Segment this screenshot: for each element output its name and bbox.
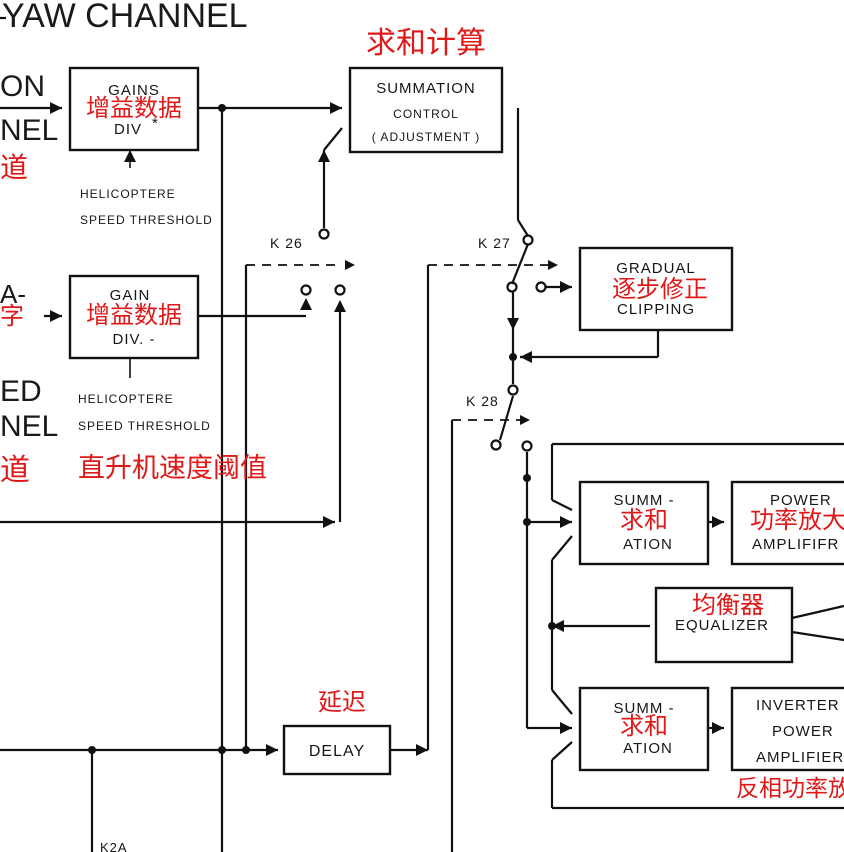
block-delay: DELAY 延迟 <box>282 688 392 776</box>
threshold-notes: HELICOPTERE SPEED THRESHOLD HELICOPTERE … <box>78 187 267 484</box>
gradual-clipping-zh: 逐步修正 <box>612 275 708 303</box>
gains-div-top-zh: 增益数据 <box>86 94 182 122</box>
block-summation-1: SUMM - ATION 求和 <box>578 480 710 566</box>
threshold-top-line2: SPEED THRESHOLD <box>80 213 213 227</box>
summation-control-zh: 求和计算 <box>366 26 486 61</box>
left-label-top-zh: 道 <box>0 151 28 184</box>
block-summation-2: SUMM - ATION 求和 <box>578 686 710 772</box>
arrowheads <box>50 102 724 756</box>
left-label-low-zh: 道 <box>0 453 30 488</box>
threshold-mid-line1: HELICOPTERE <box>78 392 174 406</box>
power-amplifier-line2: AMPLIFIFR <box>752 536 839 553</box>
threshold-mid-zh: 直升机速度阈值 <box>78 453 267 484</box>
block-gain-div-mid: GAIN DIV. - 增益数据 <box>68 274 200 360</box>
block-inverter-amplifier: INVERTER POWER AMPLIFIER 反相功率放 <box>730 686 844 802</box>
switch-contacts <box>300 228 547 452</box>
left-label-low-2: NEL <box>0 410 58 443</box>
block-summation-control: SUMMATION CONTROL ( ADJUSTMENT ) 求和计算 <box>348 26 504 154</box>
threshold-mid-line2: SPEED THRESHOLD <box>78 419 211 433</box>
summation-2-zh: 求和 <box>620 712 668 740</box>
block-equalizer: EQUALIZER 均衡器 <box>654 586 794 664</box>
switch-labels: K 26 K 27 K 28 K2A <box>100 235 511 852</box>
gains-div-top-line1: GAINS <box>108 82 160 99</box>
gain-div-mid-line1: GAIN <box>110 287 151 304</box>
summation-1-line2: ATION <box>623 536 673 553</box>
junction-dots <box>88 104 556 754</box>
inverter-amplifier-zh: 反相功率放 <box>736 776 844 802</box>
equalizer-zh: 均衡器 <box>692 591 764 619</box>
gain-div-mid-line2: DIV. - <box>113 331 156 348</box>
summation-2-line2: ATION <box>623 740 673 757</box>
block-gains-div-top: GAINS DIV * 增益数据 <box>68 66 200 152</box>
power-amplifier-zh: 功率放大 <box>750 506 844 534</box>
summation-control-line1: SUMMATION <box>376 80 476 97</box>
summation-control-line3: ( ADJUSTMENT ) <box>372 130 480 144</box>
inverter-amplifier-line1: INVERTER <box>756 697 840 714</box>
gains-div-top-marker: * <box>152 115 159 132</box>
switch-label-k26: K 26 <box>270 235 303 251</box>
summation-1-line1: SUMM - <box>614 492 675 509</box>
gradual-clipping-line1: GRADUAL <box>616 260 696 277</box>
left-label-mid-1: A- <box>0 279 26 309</box>
block-power-amplifier: POWER AMPLIFIFR 功率放大 <box>730 480 844 566</box>
left-label-low-1: ED <box>0 375 42 408</box>
gain-div-mid-zh: 增益数据 <box>86 301 182 329</box>
block-gradual-clipping: GRADUAL CLIPPING 逐步修正 <box>578 246 734 332</box>
switch-label-k28: K 28 <box>466 393 499 409</box>
left-label-top-2: NEL <box>0 114 58 147</box>
power-amplifier-line1: POWER <box>770 492 832 509</box>
inverter-amplifier-line3: AMPLIFIER <box>756 749 844 766</box>
inverter-amplifier-line2: POWER <box>772 723 834 740</box>
title-channel: YAW CHANNEL <box>2 0 248 35</box>
delay-line1: DELAY <box>309 743 365 760</box>
threshold-top-line1: HELICOPTERE <box>80 187 176 201</box>
switch-label-k27: K 27 <box>478 235 511 251</box>
summation-2-line1: SUMM - <box>614 700 675 717</box>
gains-div-top-line2: DIV <box>114 121 142 138</box>
delay-zh: 延迟 <box>318 688 366 716</box>
equalizer-line1: EQUALIZER <box>675 617 769 634</box>
gradual-clipping-line2: CLIPPING <box>617 301 695 318</box>
left-label-top-1: ON <box>0 70 45 103</box>
summation-control-line2: CONTROL <box>393 107 459 121</box>
left-label-mid-zh: 字 <box>0 302 24 330</box>
summation-1-zh: 求和 <box>620 506 668 534</box>
switch-label-k2a: K2A <box>100 840 128 852</box>
